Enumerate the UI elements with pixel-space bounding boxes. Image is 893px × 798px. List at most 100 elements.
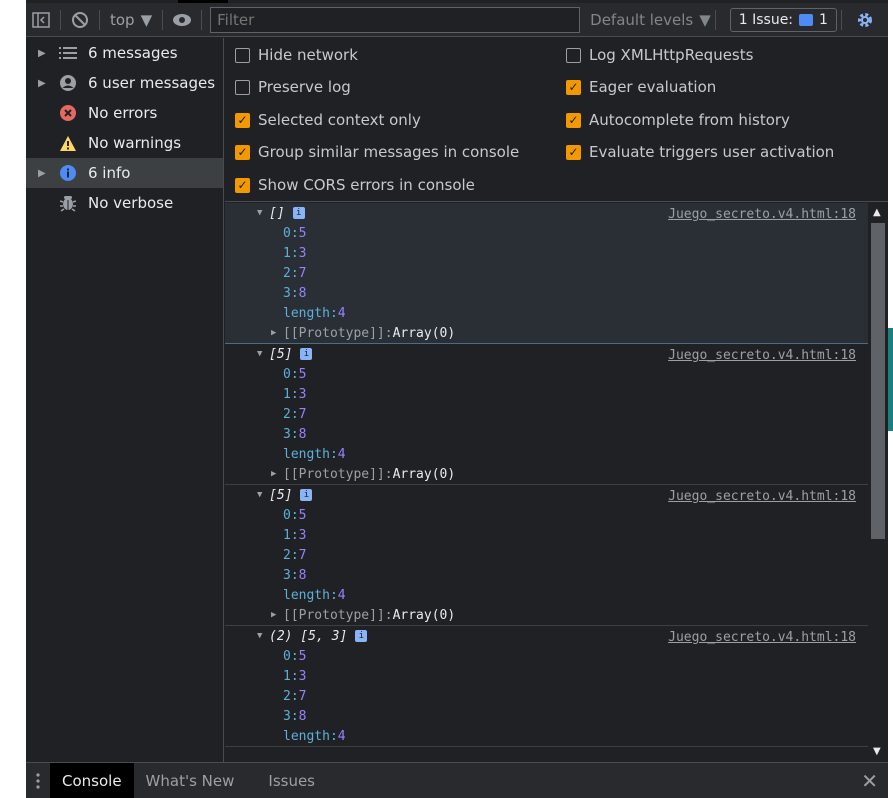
checkbox[interactable]	[566, 47, 581, 63]
array-entry: 2: 7	[283, 265, 307, 281]
array-entry: 3: 8	[283, 426, 307, 442]
sidebar-item-verbose[interactable]: No verbose	[26, 188, 223, 218]
setting-evaluate-user-activation[interactable]: ✓ Evaluate triggers user activation	[566, 143, 834, 161]
sidebar-item-label: 6 user messages	[88, 74, 216, 92]
filter-input[interactable]	[210, 6, 581, 33]
info-badge-icon: i	[355, 630, 368, 642]
checkbox-checked[interactable]: ✓	[235, 177, 250, 193]
array-entry: 2: 7	[283, 406, 307, 422]
checkbox[interactable]	[235, 79, 250, 95]
levels-label: Default levels	[590, 10, 694, 29]
expand-arrow-icon: ▶	[271, 610, 277, 620]
setting-show-cors-errors[interactable]: ✓ Show CORS errors in console	[235, 176, 475, 194]
setting-preserve-log[interactable]: Preserve log	[235, 78, 351, 96]
scroll-down-arrow-icon[interactable]: ▼	[873, 746, 881, 757]
sidebar-item-label: No warnings	[88, 134, 182, 152]
tab-whats-new[interactable]: What's New	[145, 771, 235, 790]
sidebar-item-errors[interactable]: No errors	[26, 98, 223, 128]
checkbox-checked[interactable]: ✓	[566, 112, 581, 128]
clear-console-icon[interactable]	[65, 5, 95, 35]
array-length: length: 4	[283, 446, 346, 462]
setting-selected-context-only[interactable]: ✓ Selected context only	[235, 111, 421, 129]
tab-console[interactable]: Console	[50, 762, 134, 798]
array-header[interactable]: ▼[]i	[225, 203, 888, 223]
setting-autocomplete-history[interactable]: ✓ Autocomplete from history	[566, 111, 790, 129]
live-expression-eye-icon[interactable]	[167, 5, 197, 35]
array-entry: 0: 5	[283, 225, 307, 241]
array-entry: 0: 5	[283, 507, 307, 523]
array-prototype[interactable]: ▶[[Prototype]]: Array(0)	[271, 607, 456, 623]
info-badge-icon: i	[300, 348, 313, 360]
settings-gear-icon[interactable]	[850, 5, 880, 35]
close-drawer-icon[interactable]: ✕	[861, 768, 878, 793]
issues-count: 1	[819, 11, 828, 28]
source-link[interactable]: Juego_secreto.v4.html:18	[668, 207, 856, 222]
array-preview: []	[269, 205, 285, 221]
setting-label: Eager evaluation	[589, 78, 717, 96]
array-entry: 1: 3	[283, 527, 307, 543]
array-header[interactable]: ▼ (2) [5, 3] i	[225, 626, 888, 646]
array-length: length: 4	[283, 587, 346, 603]
console-toolbar: top ▼ Default levels ▼ 1 Issue: 1	[26, 3, 888, 37]
array-prototype[interactable]: ▶[[Prototype]]: Array(0)	[271, 325, 456, 341]
expand-arrow-icon: ▶	[38, 167, 46, 179]
list-icon	[58, 43, 78, 63]
console-settings-pane: Hide network Preserve log ✓ Selected con…	[225, 38, 888, 202]
setting-label: Preserve log	[258, 78, 351, 96]
drawer-menu-icon[interactable]	[26, 763, 50, 798]
page-margin	[0, 0, 26, 798]
setting-label: Group similar messages in console	[258, 143, 520, 161]
setting-eager-evaluation[interactable]: ✓ Eager evaluation	[566, 78, 716, 96]
array-entry: 3: 8	[283, 708, 307, 724]
setting-label: Selected context only	[258, 111, 421, 129]
top-edge-mark	[178, 0, 228, 3]
error-icon	[58, 103, 78, 123]
scrollbar-thumb[interactable]	[871, 223, 885, 539]
sidebar-item-warnings[interactable]: No warnings	[26, 128, 223, 158]
checkbox[interactable]	[235, 47, 250, 63]
checkbox-checked[interactable]: ✓	[566, 144, 581, 160]
array-header[interactable]: ▼[5]i	[225, 344, 888, 364]
info-icon	[58, 163, 78, 183]
array-entry: 1: 3	[283, 668, 307, 684]
sidebar-item-user-messages[interactable]: ▶ 6 user messages	[26, 68, 223, 98]
checkbox-checked[interactable]: ✓	[566, 79, 581, 95]
source-link[interactable]: Juego_secreto.v4.html:18	[668, 489, 856, 504]
source-link[interactable]: Juego_secreto.v4.html:18	[668, 630, 856, 645]
array-header[interactable]: ▼[5]i	[225, 485, 888, 505]
background-accent	[888, 328, 893, 431]
array-prototype[interactable]: ▶[[Prototype]]: Array(0)	[271, 466, 456, 482]
sidebar-item-label: No errors	[88, 104, 158, 122]
expand-arrow-icon: ▶	[38, 77, 46, 89]
console-message: Juego_secreto.v4.html:18 ▼ (2) [5, 3] i 0:…	[225, 626, 888, 747]
expand-arrow-icon: ▶	[271, 469, 277, 479]
issue-message-icon	[799, 13, 814, 26]
collapse-arrow-icon: ▼	[257, 631, 263, 641]
checkbox-checked[interactable]: ✓	[235, 112, 250, 128]
user-icon	[58, 73, 78, 93]
setting-hide-network[interactable]: Hide network	[235, 46, 358, 64]
setting-label: Hide network	[258, 46, 358, 64]
array-preview: (2) [5, 3]	[269, 628, 348, 644]
array-preview: [5]	[269, 487, 293, 503]
source-link[interactable]: Juego_secreto.v4.html:18	[668, 348, 856, 363]
toggle-sidebar-icon[interactable]	[26, 5, 56, 35]
tab-issues[interactable]: Issues	[268, 771, 315, 790]
console-scrollbar[interactable]: ▲ ▼	[868, 203, 888, 762]
checkbox-checked[interactable]: ✓	[235, 144, 250, 160]
console-message: Juego_secreto.v4.html:18 ▼[]i 0: 5 1: 3 …	[225, 203, 888, 344]
sidebar-item-info[interactable]: ▶ 6 info	[26, 158, 223, 188]
issues-button[interactable]: 1 Issue: 1	[729, 7, 837, 32]
setting-group-similar[interactable]: ✓ Group similar messages in console	[235, 143, 519, 161]
toolbar-divider	[162, 9, 164, 30]
array-entry: 0: 5	[283, 648, 307, 664]
context-selector[interactable]: top ▼	[104, 11, 158, 29]
log-levels-dropdown[interactable]: Default levels ▼	[590, 11, 711, 29]
setting-log-xhr[interactable]: Log XMLHttpRequests	[566, 46, 753, 64]
console-message: Juego_secreto.v4.html:18 ▼[5]i 0: 5 1: 3…	[225, 485, 888, 626]
scroll-up-arrow-icon[interactable]: ▲	[873, 207, 881, 218]
setting-label: Autocomplete from history	[589, 111, 790, 129]
bug-icon	[58, 193, 78, 213]
sidebar-item-messages[interactable]: ▶ 6 messages	[26, 38, 223, 68]
sidebar-item-label: 6 messages	[88, 44, 178, 62]
